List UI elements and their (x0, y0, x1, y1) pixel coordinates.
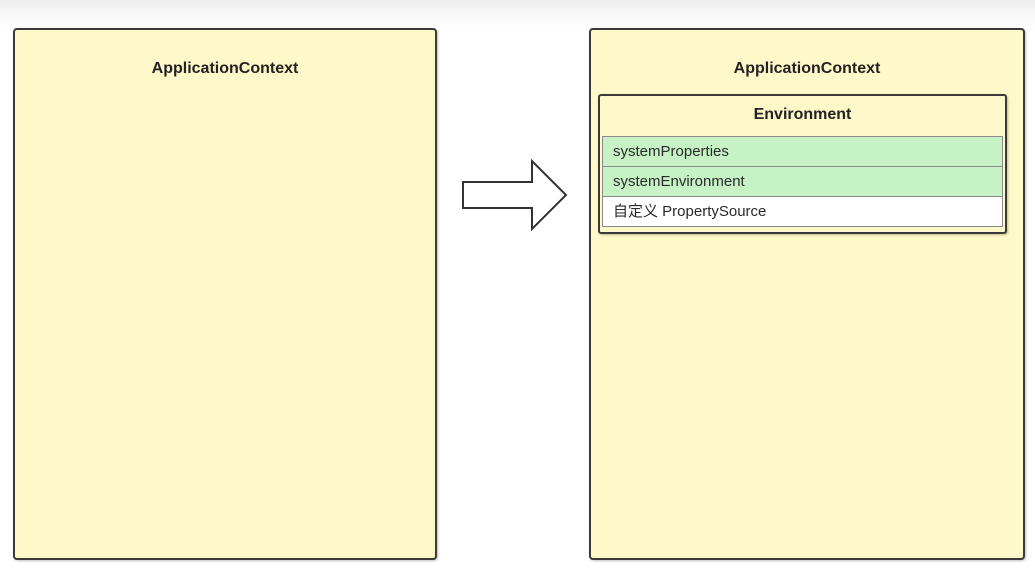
environment-title: Environment (753, 106, 852, 123)
property-source-custom: 自定义 PropertySource (602, 196, 1003, 227)
environment-box: Environment systemProperties systemEnvir… (598, 94, 1007, 234)
right-arrow-icon (462, 158, 568, 232)
left-application-context-box: ApplicationContext (13, 28, 437, 560)
right-application-context-title: ApplicationContext (733, 60, 881, 77)
property-source-system-environment: systemEnvironment (602, 166, 1003, 197)
right-application-context-box: ApplicationContext Environment systemPro… (589, 28, 1025, 560)
property-source-list: systemProperties systemEnvironment 自定义 P… (602, 136, 1003, 227)
left-application-context-title: ApplicationContext (151, 60, 299, 77)
property-source-system-properties: systemProperties (602, 136, 1003, 167)
